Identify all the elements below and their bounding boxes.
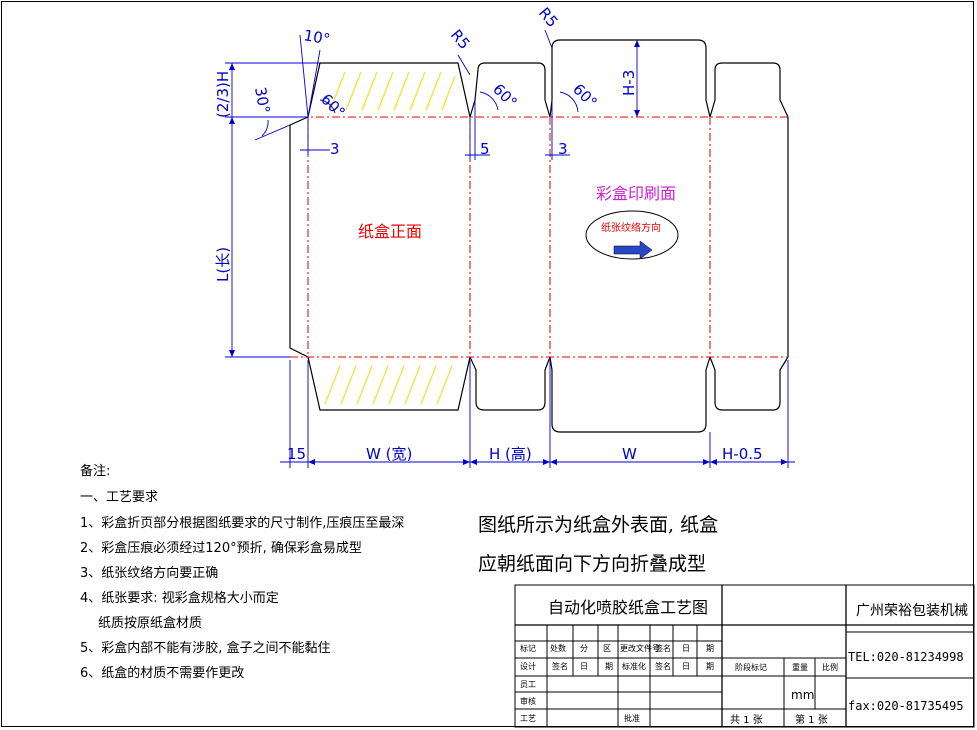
dim-offset-5: 5	[480, 140, 490, 158]
tb-design: 设计	[520, 662, 536, 671]
dim-offset-3-b: 3	[558, 140, 568, 158]
tb-day: 日	[682, 644, 690, 653]
label-box-front: 纸盒正面	[358, 222, 422, 241]
note-item-6: 6、纸盒的材质不需要作更改	[80, 666, 245, 681]
tb-review: 审核	[520, 697, 536, 706]
notes-section: 一、工艺要求	[80, 490, 159, 505]
tb-day-2: 日	[580, 662, 588, 671]
dim-angle-60-c: 60°	[569, 80, 601, 112]
tb-count: 处数	[550, 644, 566, 653]
tb-sign: 签名	[655, 644, 671, 653]
dim-radius-a: R5	[447, 26, 474, 53]
note-item-4-sub: 纸质按原纸盒材质	[98, 616, 203, 631]
grain-direction-badge: 纸张纹络方向	[585, 210, 679, 260]
tb-date-2: 期	[605, 662, 613, 671]
note-item-2: 2、彩盒压痕必须经过120°预折, 确保彩盒易成型	[80, 541, 362, 556]
title-block-title: 自动化喷胶纸盒工艺图	[548, 598, 709, 617]
tb-day-3: 日	[682, 662, 690, 671]
tb-sheet-no: 第 1 张	[795, 715, 828, 726]
dim-radius-b: R5	[535, 4, 562, 31]
tb-zone: 区	[603, 644, 611, 653]
title-block-grid	[514, 584, 975, 728]
dim-length: L(长)	[214, 247, 232, 282]
glue-hatch	[324, 71, 456, 405]
tb-stage-mark: 阶段标记	[735, 663, 767, 672]
note-item-1: 1、彩盒折页部分根据图纸要求的尺寸制作,压痕压至最深	[80, 516, 405, 531]
title-block-company: 广州荣裕包装机械	[856, 603, 968, 619]
note-item-3: 3、纸张纹络方向要正确	[80, 566, 219, 581]
dim-angle-60-b: 60°	[489, 80, 521, 112]
dim-w15: 15	[287, 445, 306, 463]
tb-approve: 批准	[624, 714, 640, 723]
tb-sign-2: 签名	[552, 662, 568, 671]
dim-h-minus-05: H-0.5	[722, 445, 763, 463]
dim-angle-10: 10°	[302, 26, 331, 48]
tb-mark: 标记	[520, 644, 536, 653]
notes-title: 备注:	[80, 464, 111, 479]
arrow-right-icon	[613, 240, 653, 260]
label-grain-direction: 纸张纹络方向	[601, 221, 661, 234]
tb-date-3: 期	[706, 662, 714, 671]
title-block-fax: fax:020-81735495	[848, 699, 964, 713]
label-print-face: 彩盒印刷面	[596, 184, 676, 203]
tb-staff: 员工	[520, 680, 536, 689]
tb-date: 期	[706, 644, 714, 653]
tb-scale: 比例	[822, 663, 838, 672]
dim-height: H (高)	[489, 445, 532, 463]
tb-total-sheets: 共 1 张	[730, 715, 763, 726]
tb-weight: 重量	[792, 663, 808, 672]
tb-unit: mm	[791, 688, 815, 702]
dim-width-2: W	[622, 445, 637, 463]
tb-sign-3: 签名	[655, 662, 671, 671]
cut-outline	[289, 39, 789, 433]
tb-standard: 标准化	[622, 662, 646, 671]
dim-width: W (宽)	[366, 445, 412, 463]
dimension-lines	[225, 29, 795, 468]
dim-h-minus-3: H-3	[620, 70, 638, 96]
statement-line-2: 应朝纸面向下方向折叠成型	[478, 553, 707, 575]
dimension-texts: 10° 30° 60° 60° 60° R5 R5 (2/3)H H-3 L(长…	[214, 4, 763, 463]
note-item-4: 4、纸张要求: 视彩盒规格大小而定	[80, 591, 279, 606]
dim-offset-3-a: 3	[330, 140, 340, 158]
title-block-tel: TEL:020-81234998	[848, 650, 964, 664]
tb-process: 工艺	[520, 714, 536, 723]
tb-divide: 分	[580, 644, 588, 653]
dim-height-2-3: (2/3)H	[214, 71, 232, 118]
note-item-5: 5、彩盒内部不能有涉胶, 盒子之间不能黏住	[80, 641, 331, 656]
dim-angle-30: 30°	[251, 86, 273, 115]
statement-line-1: 图纸所示为纸盒外表面, 纸盒	[478, 514, 719, 536]
tb-change-doc: 更改文件号	[620, 644, 660, 653]
